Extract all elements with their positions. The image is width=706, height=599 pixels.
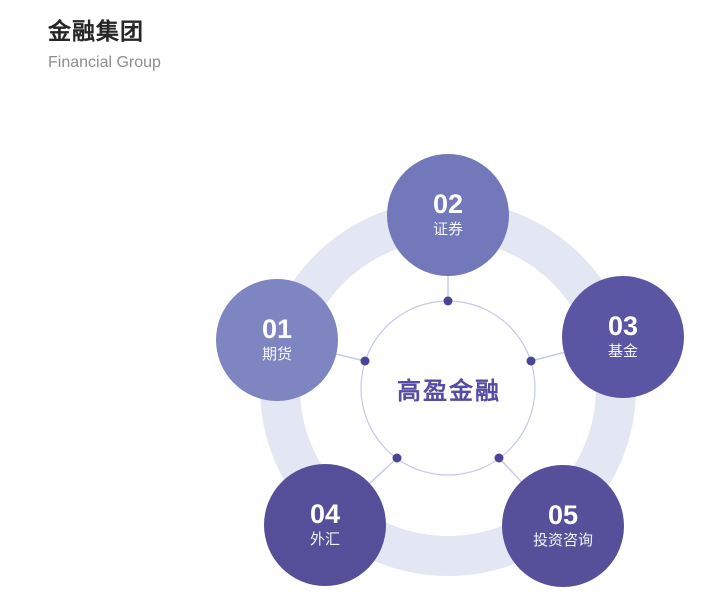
node-forex: 04 外汇 [264,464,386,586]
node-number: 01 [261,314,293,344]
node-label: 投资咨询 [532,532,593,549]
node-label: 证券 [432,221,463,238]
node-futures: 01 期货 [216,279,338,401]
node-securities: 02 证券 [387,154,509,276]
node-label: 外汇 [309,531,340,548]
page-title: 金融集团 [48,18,144,44]
page-subtitle: Financial Group [48,54,161,71]
node-investment-consulting: 05 投资咨询 [502,465,624,587]
node-number: 02 [432,189,464,219]
node-funds: 03 基金 [562,276,684,398]
hub-dot-top [443,296,453,306]
node-label: 期货 [261,346,292,363]
hub-dot-left [360,356,370,366]
node-label: 基金 [607,343,638,360]
hub-center-label: 高盈金融 [397,378,501,405]
hub-dot-right [526,356,536,366]
hub-dot-bottom-right [494,453,504,463]
node-number: 05 [547,500,579,530]
hub-dot-bottom-left [392,453,402,463]
node-number: 04 [309,499,341,529]
node-number: 03 [607,311,639,341]
